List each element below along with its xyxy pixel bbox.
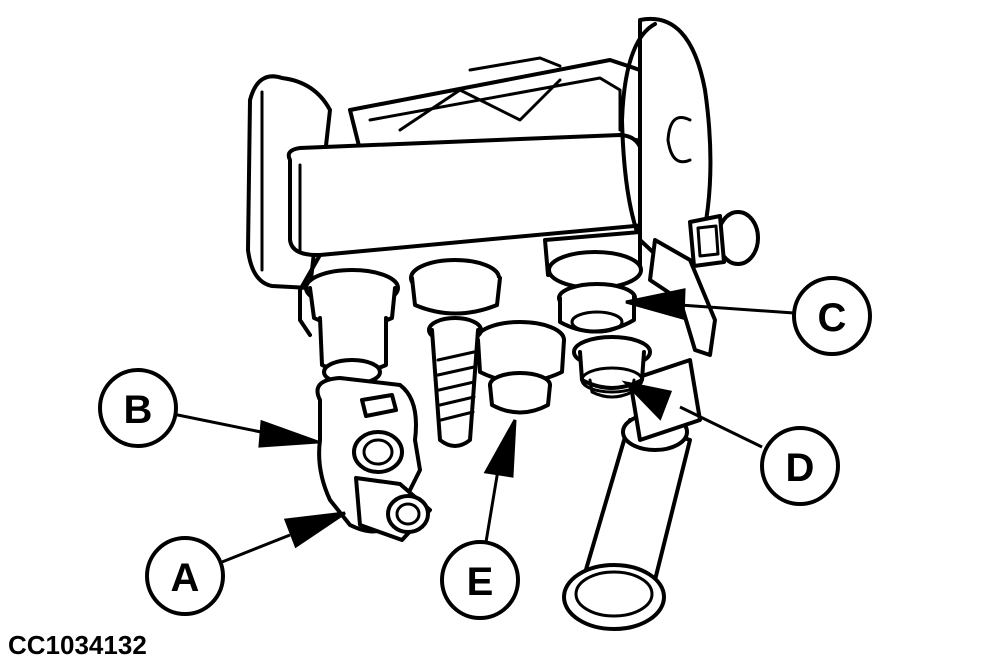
leader-a [221, 511, 346, 564]
port-c-fitting [543, 230, 643, 334]
callout-c-circle [792, 276, 872, 356]
callout-a-circle [145, 536, 225, 616]
port-d-fitting [572, 335, 652, 399]
side-knob [688, 210, 760, 268]
callout-c-label: C [818, 296, 847, 340]
center-stud [409, 258, 502, 448]
leader-b [167, 411, 319, 448]
port-e-fitting [474, 320, 566, 415]
leader-d [621, 380, 763, 449]
callout-a-label: A [171, 556, 200, 600]
handle-pin [562, 358, 702, 631]
callout-b-label: B [124, 388, 153, 432]
callout-d-label: D [786, 446, 815, 490]
banjo-fitting [315, 376, 432, 542]
callout-e-circle [440, 540, 520, 620]
callout-e-label: E [467, 560, 494, 604]
leader-e [483, 419, 517, 543]
figure-code: CC1034132 [8, 630, 147, 660]
valve-block-body [286, 133, 647, 337]
port-b-fitting [304, 268, 400, 386]
leader-c [625, 288, 795, 320]
callout-b-circle [98, 368, 178, 448]
callout-d-circle [760, 426, 840, 506]
